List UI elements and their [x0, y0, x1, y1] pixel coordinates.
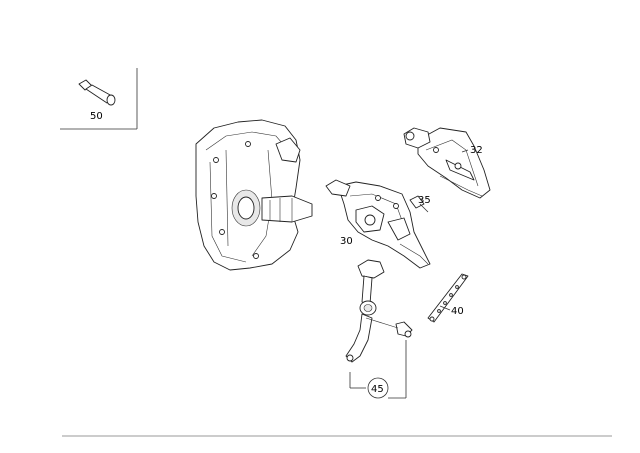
shift-lever-45[interactable]: 45: [345, 259, 413, 399]
shift-mechanism-30[interactable]: 30: [325, 179, 431, 269]
label-32: 32: [470, 145, 483, 156]
linkage-rod-40[interactable]: 40: [427, 273, 469, 323]
tube-icon[interactable]: [78, 79, 116, 106]
label-45-circle: [367, 377, 389, 399]
label-30: 30: [340, 236, 353, 247]
shift-unit-32[interactable]: 32: [403, 127, 491, 199]
label-35: 35: [418, 195, 431, 206]
label-40: 40: [451, 306, 464, 317]
transmission-housing[interactable]: [195, 119, 313, 271]
label-50: 50: [90, 111, 103, 122]
bolt-35[interactable]: 35: [409, 195, 431, 213]
label-45: 45: [371, 384, 384, 395]
inset-box-50: 50: [60, 68, 138, 130]
